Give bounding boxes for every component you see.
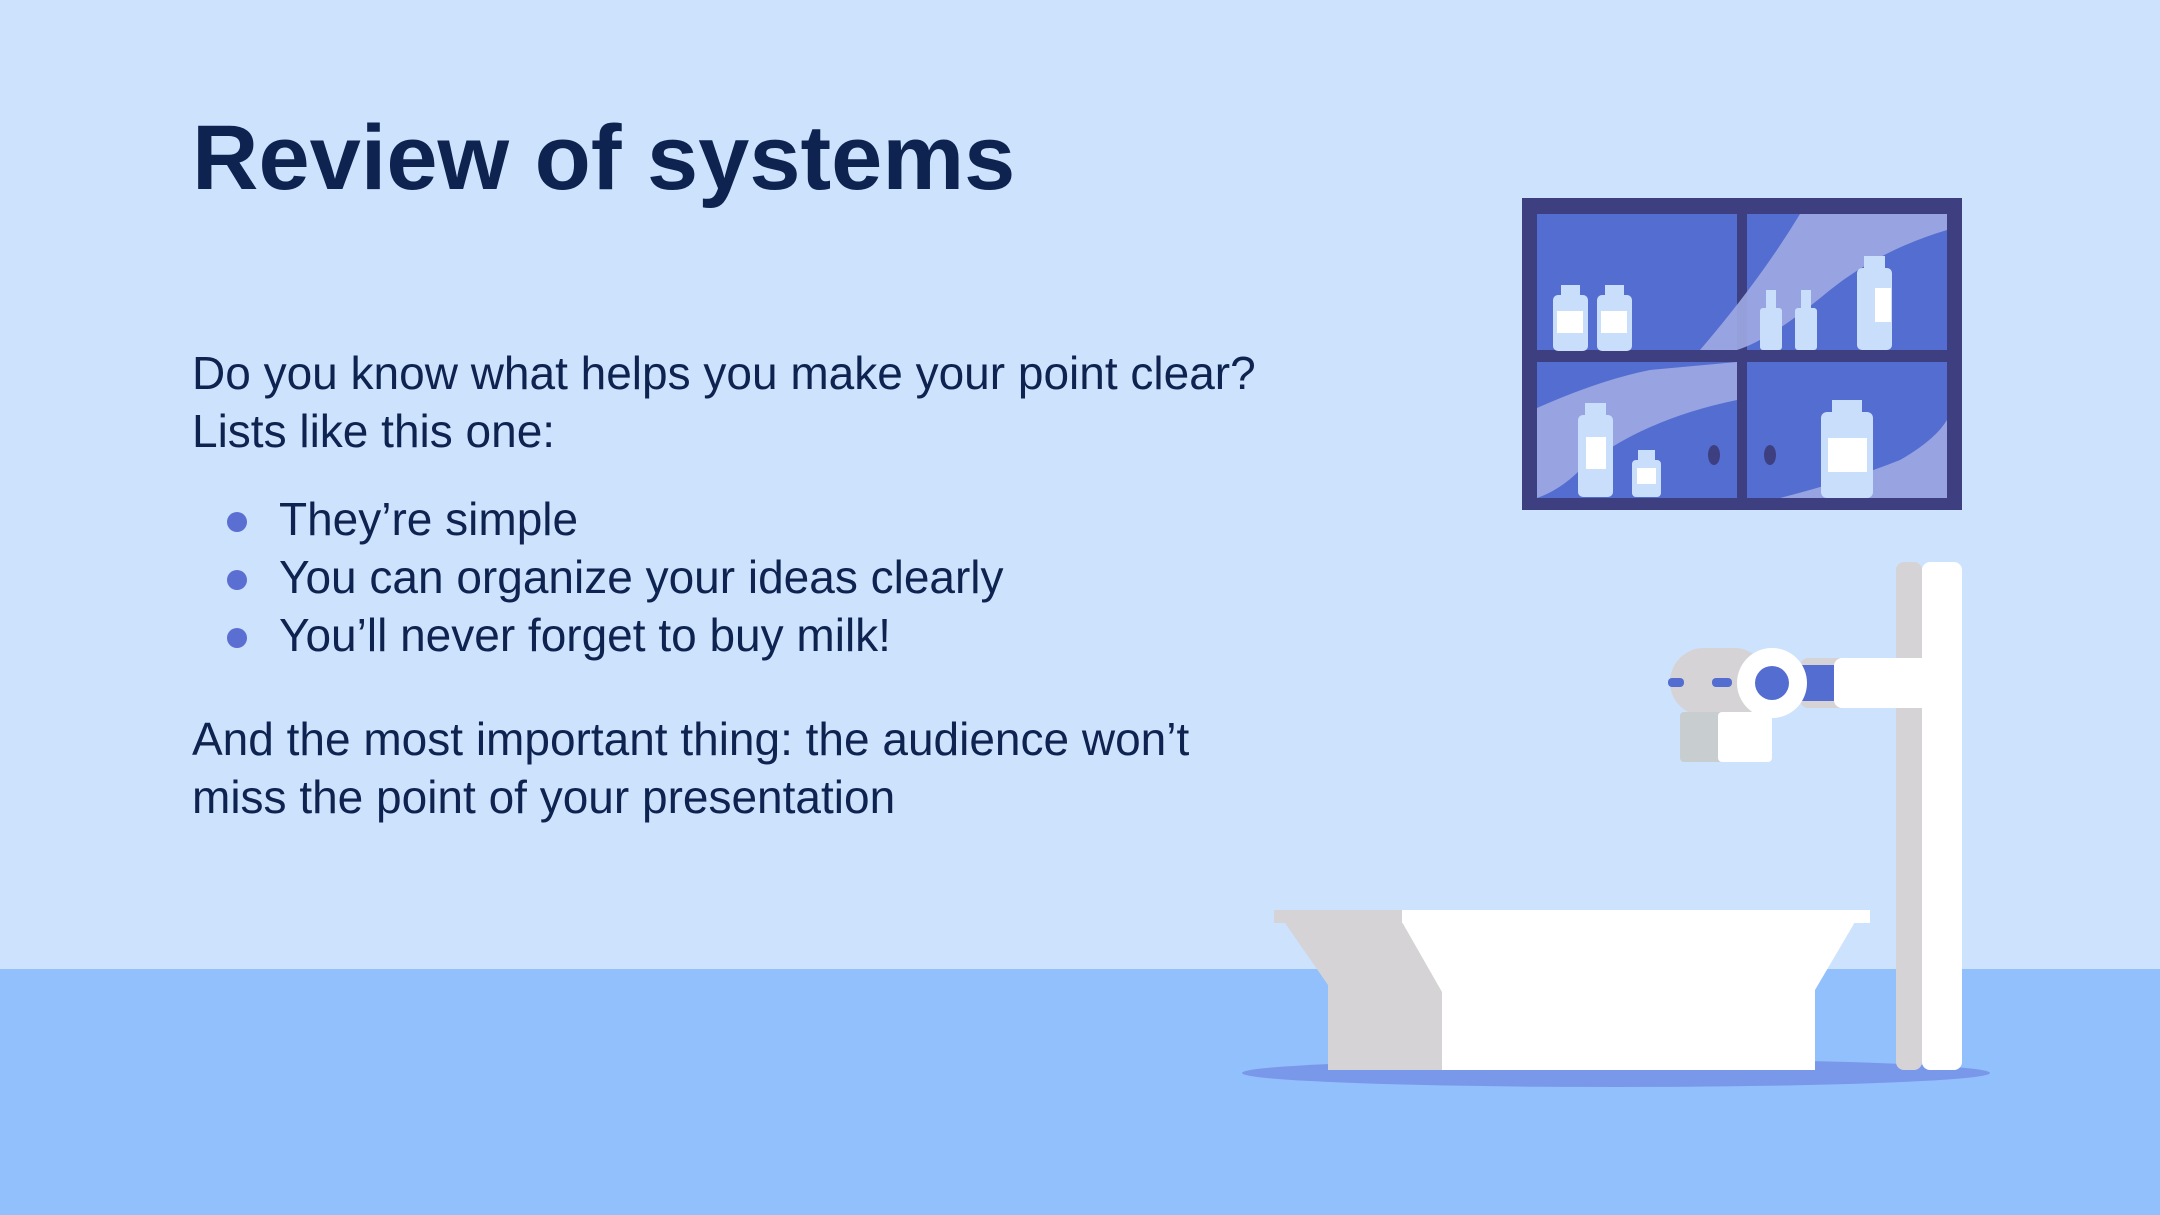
- bullet-dot-icon: [227, 512, 247, 532]
- list-item: They’re simple: [192, 490, 1372, 548]
- bottle-cap: [1638, 450, 1655, 461]
- table-body: [1402, 910, 1862, 1070]
- bottle-cap: [1605, 285, 1624, 297]
- bottle-label: [1637, 468, 1656, 484]
- table-top: [1402, 910, 1870, 923]
- intro-line: Do you know what helps you make your poi…: [192, 347, 1256, 399]
- medicine-cabinet: [1522, 198, 1962, 510]
- bottle-cap: [1585, 403, 1606, 417]
- x-ray-machine: [1668, 562, 1962, 1070]
- machine-pillar: [1922, 562, 1962, 1070]
- spray-bottle-icon: [1795, 308, 1817, 350]
- x-ray-table: [1274, 910, 1870, 1070]
- table-top-shade: [1274, 910, 1404, 923]
- bottle-cap: [1832, 400, 1862, 414]
- bullet-text: You’ll never forget to buy milk!: [279, 609, 891, 661]
- slide-title: Review of systems: [192, 107, 1016, 209]
- bullet-dot-icon: [227, 628, 247, 648]
- list-item: You’ll never forget to buy milk!: [192, 606, 1372, 664]
- tube-indicator: [1712, 678, 1732, 687]
- bottle-cap: [1561, 285, 1580, 297]
- tube-lens: [1755, 666, 1789, 700]
- list-item: You can organize your ideas clearly: [192, 548, 1372, 606]
- table-side-shade: [1276, 910, 1446, 1070]
- closing-text: And the most important thing: the audien…: [192, 710, 1372, 826]
- machine-pillar-shade: [1896, 562, 1922, 1070]
- spray-nozzle: [1766, 290, 1776, 310]
- bullet-list: They’re simple You can organize your ide…: [192, 490, 1372, 664]
- bottle-label: [1875, 288, 1891, 322]
- bullet-dot-icon: [227, 570, 247, 590]
- bottle-cap: [1864, 256, 1885, 270]
- closing-line: miss the point of your presentation: [192, 771, 896, 823]
- spray-bottle-icon: [1760, 308, 1782, 350]
- intro-text: Do you know what helps you make your poi…: [192, 344, 1372, 460]
- spray-nozzle: [1801, 290, 1811, 310]
- bottle-label: [1586, 437, 1606, 469]
- intro-line: Lists like this one:: [192, 405, 556, 457]
- bottle-label: [1557, 311, 1583, 333]
- slide-body: Do you know what helps you make your poi…: [192, 344, 1372, 826]
- machine-arm: [1834, 658, 1940, 708]
- bullet-text: They’re simple: [279, 493, 579, 545]
- bottle-label: [1601, 311, 1627, 333]
- bullet-text: You can organize your ideas clearly: [279, 551, 1004, 603]
- door-knob-icon: [1764, 445, 1776, 465]
- glass-reflection: [1780, 420, 1947, 498]
- door-knob-icon: [1708, 445, 1720, 465]
- bottle-label: [1828, 438, 1867, 472]
- closing-line: And the most important thing: the audien…: [192, 713, 1190, 765]
- collimator: [1718, 712, 1772, 762]
- tube-indicator: [1668, 678, 1684, 687]
